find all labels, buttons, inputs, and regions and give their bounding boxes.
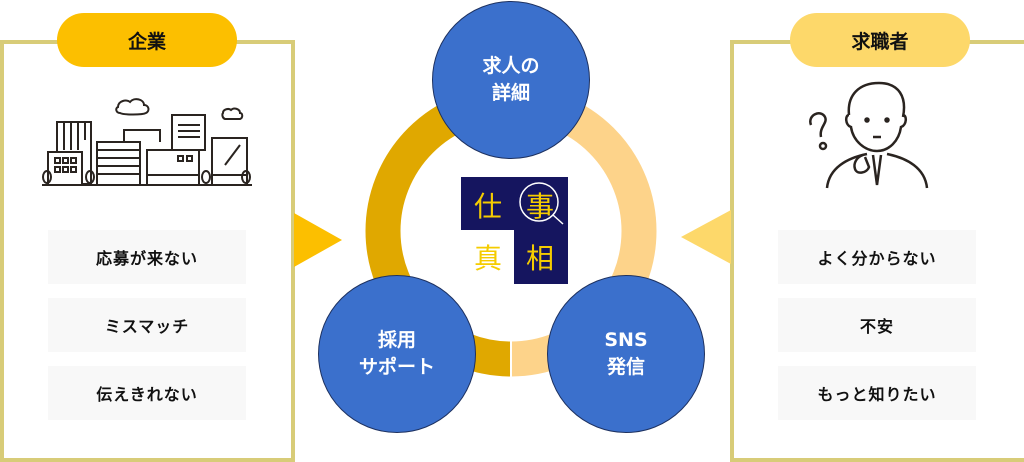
confused-person-icon <box>809 81 929 189</box>
logo-char: 真 <box>473 242 502 275</box>
circle-label: 詳細 <box>491 82 530 104</box>
job-seeker-issue-item: 不安 <box>778 298 976 352</box>
arrow-right-icon <box>294 213 342 267</box>
company-issue-item: 応募が来ない <box>48 230 246 284</box>
job-seeker-badge: 求職者 <box>790 13 970 67</box>
job-detail-circle: 求人の 詳細 <box>432 1 590 159</box>
arrow-left-icon <box>681 210 731 264</box>
circle-label: 発信 <box>606 356 645 378</box>
company-issue-item: ミスマッチ <box>48 298 246 352</box>
logo-char: 仕 <box>473 190 502 223</box>
job-seeker-issue-item: よく分からない <box>778 230 976 284</box>
company-badge: 企業 <box>57 13 237 67</box>
circle-label: 求人の <box>482 55 540 77</box>
job-seeker-issue-item: もっと知りたい <box>778 366 976 420</box>
shigoto-shinso-logo: 仕 事 真 相 <box>461 177 568 284</box>
company-issue-item: 伝えきれない <box>48 366 246 420</box>
sns-circle: SNS 発信 <box>547 275 705 433</box>
circle-label: 採用 <box>377 329 416 351</box>
city-buildings-icon <box>42 98 252 186</box>
circle-label: サポート <box>358 356 435 378</box>
magnifier-icon <box>519 182 564 225</box>
recruit-support-circle: 採用 サポート <box>318 275 476 433</box>
logo-char: 相 <box>525 242 554 275</box>
circle-label: SNS <box>604 329 648 351</box>
